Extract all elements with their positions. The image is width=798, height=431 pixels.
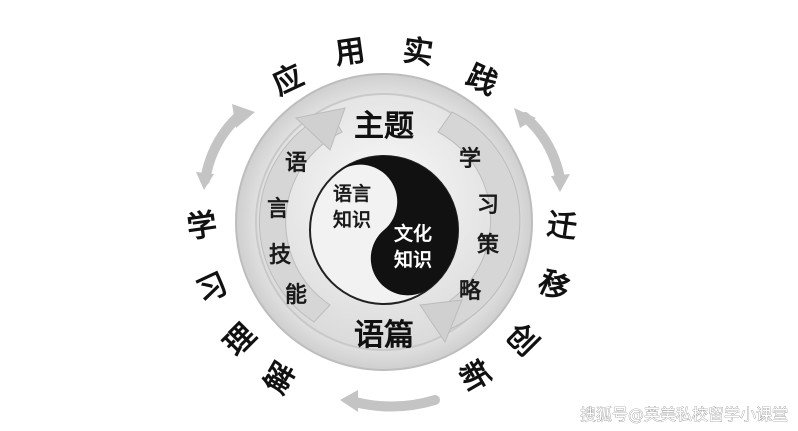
apply-practice-char-1: 应 — [267, 58, 309, 102]
language-skills-char-2: 言 — [267, 196, 289, 222]
arrow-top-right — [520, 112, 565, 183]
left-arc-arrowhead — [294, 107, 346, 151]
learning-strategy-char-4: 略 — [459, 278, 482, 304]
arrow-top-left — [200, 110, 245, 185]
arrow-top-left-tail — [196, 172, 214, 190]
apply-practice-char-2: 用 — [333, 33, 368, 72]
transfer-innovate-char-1: 迁 — [545, 207, 580, 246]
watermark-text: 搜狐号@英美私校留学小课堂 — [580, 405, 788, 424]
learn-understand-char-4: 解 — [258, 357, 303, 400]
learning-strategy-char-2: 习 — [477, 193, 499, 218]
right-arc-band — [429, 111, 521, 331]
learn-understand-char-2: 习 — [191, 266, 233, 310]
apply-practice-char-4: 践 — [461, 58, 503, 102]
language-knowledge-line2: 知识 — [333, 208, 371, 231]
learn-understand-char-1: 学 — [185, 207, 220, 246]
transfer-innovate-char-3: 创 — [498, 317, 545, 364]
language-skills-char-1: 语 — [285, 151, 307, 176]
language-knowledge-line1: 语言 — [333, 182, 371, 205]
learning-strategy-char-1: 学 — [459, 146, 481, 172]
language-skills-char-3: 技 — [269, 243, 292, 268]
arrow-top-right-tail — [551, 174, 570, 192]
left-arc-band — [258, 111, 343, 323]
yin-dark-half — [336, 156, 458, 296]
arrow-bottom — [350, 395, 440, 412]
right-arc-arrowhead — [419, 299, 463, 344]
arrow-top-right-head — [514, 108, 536, 128]
theme-label: 主题 — [354, 109, 414, 144]
culture-knowledge-line1: 文化 — [394, 222, 432, 245]
outer-cycle-arrows — [196, 104, 570, 412]
arrow-top-left-head — [232, 104, 255, 128]
discourse-label: 语篇 — [354, 318, 414, 353]
language-skills-char-4: 能 — [285, 282, 307, 308]
learning-strategy-char-3: 策 — [477, 232, 500, 258]
arrow-bottom-head — [340, 390, 358, 412]
learn-understand-char-3: 理 — [217, 317, 263, 363]
apply-practice-char-3: 实 — [401, 33, 436, 72]
transfer-innovate-char-4: 新 — [451, 355, 496, 398]
culture-knowledge-line2: 知识 — [394, 248, 432, 271]
transfer-innovate-char-2: 移 — [533, 264, 575, 308]
yin-yang-core — [309, 155, 459, 305]
